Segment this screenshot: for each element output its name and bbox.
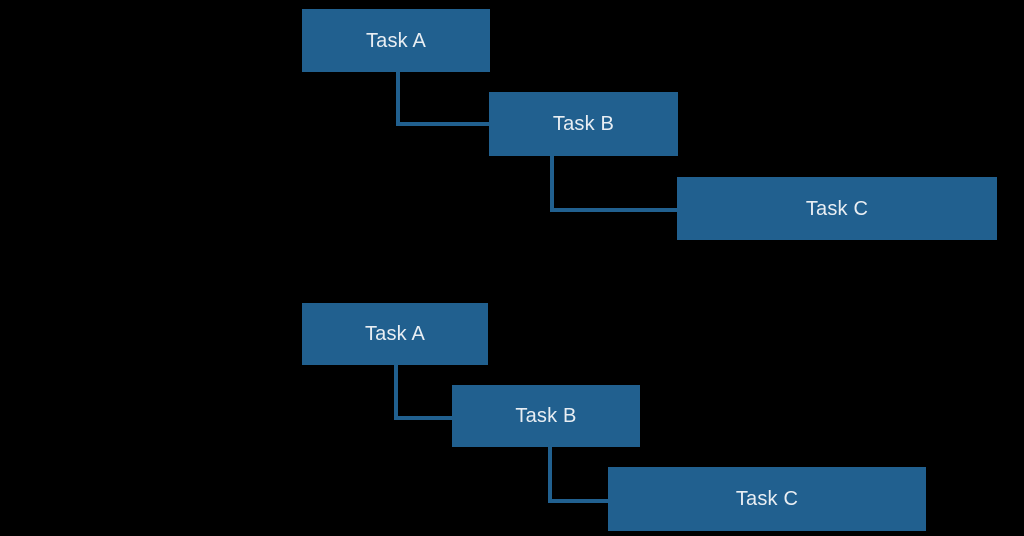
- bottom-link-ab-horizontal-segment: [394, 416, 452, 420]
- task-bar-bottom-task-a[interactable]: Task A: [302, 303, 488, 365]
- bottom-link-ab-vertical-segment: [394, 365, 398, 420]
- bottom-link-bc-vertical-segment: [548, 447, 552, 503]
- task-label-bottom-task-b: Task B: [515, 405, 577, 427]
- top-link-ab-vertical-segment: [396, 72, 400, 126]
- task-bar-bottom-task-b[interactable]: Task B: [452, 385, 640, 447]
- task-label-bottom-task-a: Task A: [364, 323, 426, 345]
- top-link-ab-horizontal-segment: [396, 122, 489, 126]
- bottom-link-bc-horizontal-segment: [548, 499, 608, 503]
- top-link-bc-vertical-segment: [550, 156, 554, 212]
- task-bar-bottom-task-c[interactable]: Task C: [608, 467, 926, 531]
- task-label-bottom-task-c: Task C: [735, 488, 799, 510]
- top-link-bc-horizontal-segment: [550, 208, 677, 212]
